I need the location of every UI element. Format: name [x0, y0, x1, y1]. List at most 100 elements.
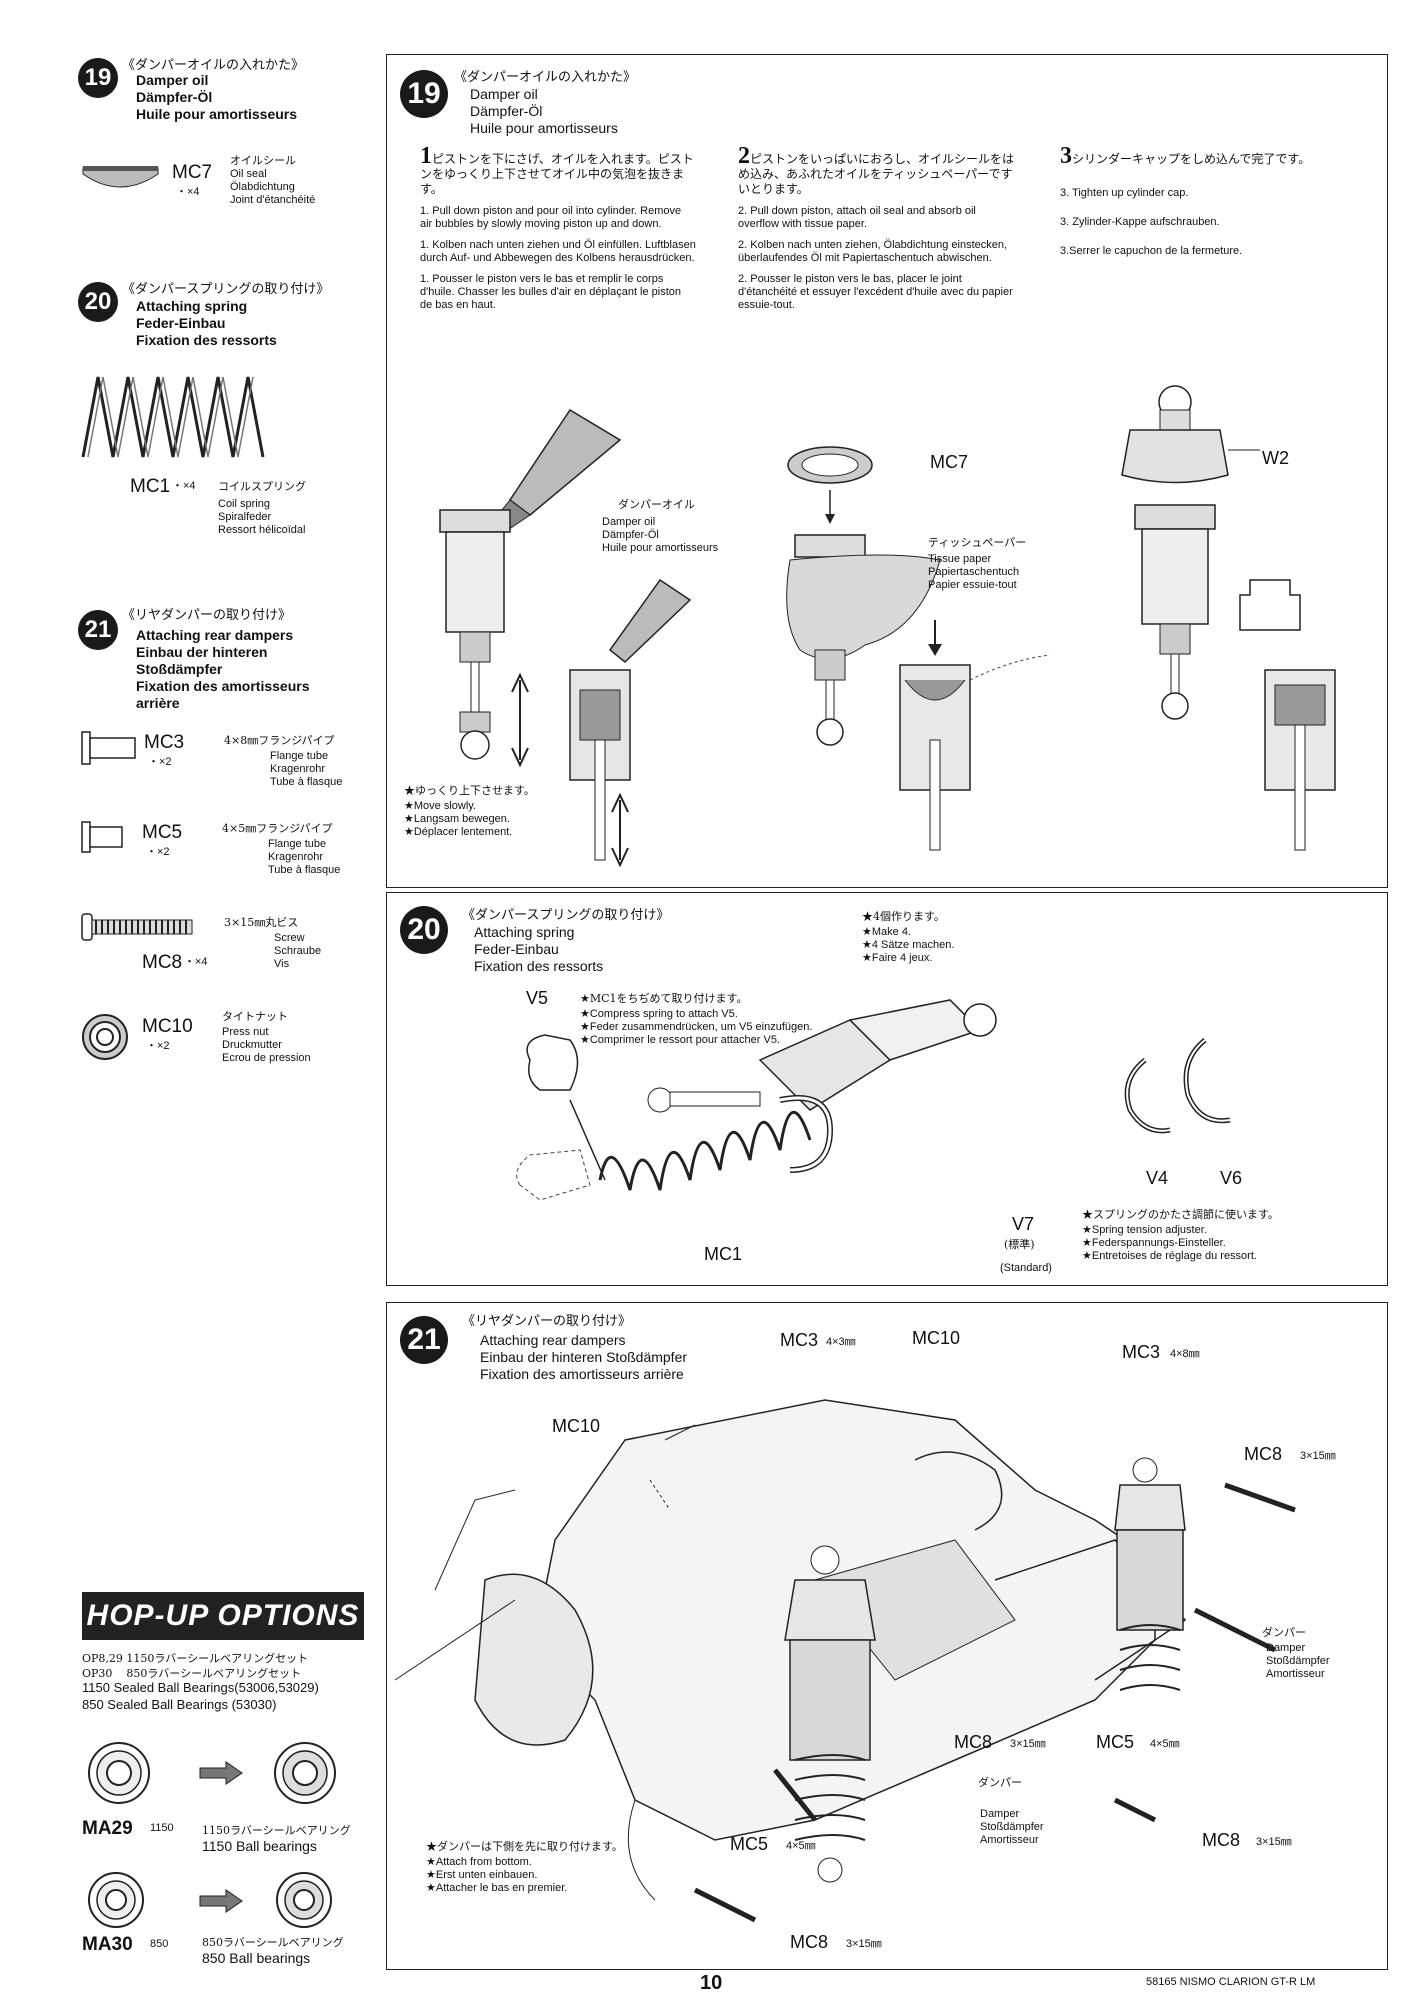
mc3-size: 4×3㎜ — [826, 1336, 856, 1348]
bearing-icon — [276, 1872, 332, 1928]
damper-label-jp: ダンパー — [978, 1776, 1022, 1789]
tension-note-jp: ★スプリングのかたさ調節に使います。 — [1082, 1208, 1279, 1221]
bottom-note-de: ★Erst unten einbauen. — [426, 1869, 538, 1881]
oil-label-de: Dämpfer-Öl — [602, 529, 659, 541]
arrow-right-icon — [199, 1761, 243, 1785]
w2-callout: W2 — [1262, 448, 1289, 468]
v7-standard-jp: (標準) — [1004, 1238, 1035, 1251]
mc1-fr: Ressort hélicoïdal — [218, 524, 306, 536]
step-19-c2-en: 2. Pull down piston, attach oil seal and… — [738, 205, 976, 230]
mc3-size: 4×8㎜ — [1170, 1348, 1200, 1360]
oil-label-en: Damper oil — [602, 516, 656, 528]
mc8-callout: MC8 — [954, 1732, 993, 1752]
mc5-callout: MC5 — [1096, 1732, 1135, 1752]
mc1-en: Coil spring — [218, 498, 270, 510]
step-19-de: Dämpfer-Öl — [470, 103, 543, 119]
slow-note-de: ★Langsam bewegen. — [404, 813, 510, 825]
step-number-badge: 20 — [78, 282, 118, 322]
v7-callout: V7 — [1012, 1214, 1035, 1234]
step-19-c1-en: 1. Pull down piston and pour oil into cy… — [420, 205, 682, 230]
ma30-en: 850 Ball bearings — [202, 1950, 311, 1966]
oil-label-fr: Huile pour amortisseurs — [602, 542, 719, 554]
mc1-qty: ・×4 — [172, 480, 196, 492]
slow-note-en: ★Move slowly. — [404, 800, 477, 812]
step-19-en: Damper oil — [470, 86, 538, 102]
mc5-en: Flange tube — [268, 838, 327, 850]
cylinder-cap-illustration — [1121, 385, 1336, 851]
compress-note-fr: ★Comprimer le ressort pour attacher V5. — [580, 1034, 780, 1046]
ma30-size: 850 — [150, 1938, 169, 1950]
mc5-code: MC5 — [142, 822, 183, 843]
mc1-jp: コイルスプリング — [218, 480, 306, 493]
oil-seal-step-illustration — [786, 446, 1051, 851]
step-19-c1-de: 1. Kolben nach unten ziehen und Öl einfü… — [420, 239, 696, 264]
step-19-jp: 《ダンパーオイルの入れかた》 — [454, 70, 637, 85]
mc3-jp: 4×8㎜フランジパイプ — [224, 734, 335, 747]
tissue-label-fr: Papier essuie-tout — [928, 579, 1017, 591]
slow-note-fr: ★Déplacer lentement. — [404, 826, 513, 838]
bottom-note-fr: ★Attacher le bas en premier. — [426, 1882, 568, 1894]
step-19-c3-fr: 3.Serrer le capuchon de la fermeture. — [1060, 245, 1243, 257]
hopup-line4: 850 Sealed Ball Bearings (53030) — [82, 1697, 277, 1712]
step-20-de: Feder-Einbau — [474, 941, 559, 957]
spring-adjuster-rings-illustration — [1124, 1038, 1231, 1134]
step-21-en: Attaching rear dampers — [480, 1332, 626, 1348]
damper-label-fr: Amortisseur — [1266, 1668, 1325, 1680]
bearing-icon — [274, 1742, 336, 1804]
mc10-callout: MC10 — [552, 1416, 601, 1436]
mc3-callout: MC3 — [780, 1330, 819, 1350]
compress-note-jp: ★MC1をちぢめて取り付けます。 — [580, 992, 748, 1005]
rear-chassis-illustration — [394, 1399, 1296, 1923]
step-19-c3-de: 3. Zylinder-Kappe aufschrauben. — [1060, 216, 1220, 228]
flange-tube-icon — [81, 731, 136, 765]
step-19-c1-fr: 1. Pousser le piston vers le bas et remp… — [420, 273, 682, 311]
compress-note-en: ★Compress spring to attach V5. — [580, 1008, 738, 1020]
tension-note-de: ★Federspannungs-Einsteller. — [1082, 1237, 1226, 1249]
mc10-fr: Ecrou de pression — [222, 1052, 311, 1064]
mc5-fr: Tube à flasque — [268, 864, 341, 876]
tissue-label-de: Papiertaschentuch — [928, 566, 1020, 578]
compress-note-de: ★Feder zusammendrücken, um V5 einzufügen… — [580, 1021, 813, 1033]
damper-label-fr: Amortisseur — [980, 1834, 1039, 1846]
mc8-size: 3×15㎜ — [846, 1938, 882, 1950]
mc8-jp: 3×15㎜丸ビス — [224, 916, 299, 929]
step-19-fr: Huile pour amortisseurs — [470, 120, 618, 136]
mc10-jp: タイトナット — [222, 1010, 288, 1023]
mc5-qty: ・×2 — [146, 846, 170, 858]
make-note-fr: ★Faire 4 jeux. — [862, 952, 933, 964]
sidebar-21-en: Attaching rear dampers — [136, 627, 294, 643]
mc5-size: 4×5㎜ — [786, 1840, 816, 1852]
step-19-col3: 3シリンダーキャップをしめ込んで完了です。 3. Tighten up cyli… — [1060, 144, 1360, 258]
damper-label-jp: ダンパー — [1262, 1626, 1306, 1639]
mc8-size: 3×15㎜ — [1300, 1450, 1336, 1462]
sidebar-19-fr: Huile pour amortisseurs — [136, 106, 298, 122]
mc3-en: Flange tube — [270, 750, 329, 762]
mc10-qty: ・×2 — [146, 1040, 170, 1052]
mc8-code: MC8 — [142, 952, 183, 973]
sidebar-20-jp: 《ダンパースプリングの取り付け》 — [122, 282, 330, 297]
mc8-callout: MC8 — [790, 1932, 829, 1952]
step-19-c3-jp: シリンダーキャップをしめ込んで完了です。 — [1072, 152, 1311, 166]
mc7-en: Oil seal — [230, 168, 267, 180]
ma29-size: 1150 — [150, 1822, 174, 1834]
slow-note-jp: ★ゆっくり上下させます。 — [404, 784, 535, 797]
step-20-en: Attaching spring — [474, 924, 575, 940]
hopup-line1: OP8,29 1150ラバーシールベアリングセット — [82, 1652, 309, 1665]
mc7-qty: ・×4 — [176, 186, 200, 198]
mc10-de: Druckmutter — [222, 1039, 282, 1051]
damper-label-de: Stoßdämpfer — [1266, 1655, 1330, 1667]
mc8-qty: ・×4 — [184, 956, 208, 968]
step-21-jp: 《リヤダンパーの取り付け》 — [462, 1314, 632, 1329]
tissue-label-jp: ティッシュペーパー — [928, 536, 1027, 549]
mc5-callout: MC5 — [730, 1834, 769, 1854]
oil-seal-icon — [82, 166, 159, 188]
tension-note-fr: ★Entretoises de réglage du ressort. — [1082, 1250, 1257, 1262]
step-19-col1: 1ピストンを下にさげ、オイルを入れます。ピストンをゆっくり上下させてオイル中の気… — [420, 144, 696, 312]
step-19-c2-jp: ピストンをいっぱいにおろし、オイルシールをはめ込み、あふれたオイルをティッシュペ… — [738, 152, 1015, 196]
step-no: 2 — [738, 143, 750, 169]
make-note-en: ★Make 4. — [862, 926, 911, 938]
hopup-line2: OP30 850ラバーシールベアリングセット — [82, 1667, 302, 1680]
step-21-fr: Fixation des amortisseurs arrière — [480, 1366, 684, 1382]
sidebar-19-en: Damper oil — [136, 72, 209, 88]
sidebar-21-de2: Stoßdämpfer — [136, 661, 223, 677]
